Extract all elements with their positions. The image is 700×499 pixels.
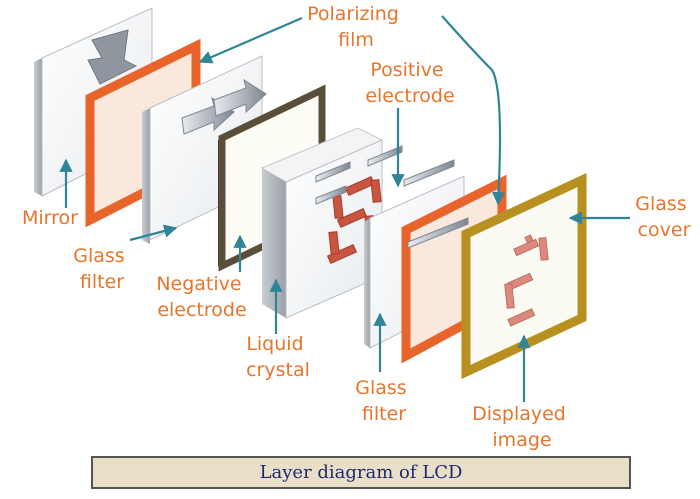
- label-glass-filter-left-line2: filter: [80, 271, 124, 293]
- label-positive-electrode-line1: Positive: [370, 59, 443, 81]
- label-mirror: Mirror: [22, 207, 78, 229]
- label-positive-electrode-line2: electrode: [365, 85, 454, 107]
- arrow-glass-filter-left: [129, 224, 178, 242]
- labels: Polarizing film Positive electrode Mirro…: [22, 3, 693, 451]
- label-positive-electrode: Positive electrode: [365, 59, 454, 107]
- label-displayed-image-line2: image: [492, 429, 551, 451]
- label-glass-cover-line1: Glass: [635, 193, 686, 215]
- label-glass-filter-left-line1: Glass: [73, 245, 124, 267]
- label-liquid-crystal: Liquid crystal: [246, 333, 310, 381]
- label-glass-cover: Glass cover: [635, 193, 693, 241]
- label-glass-filter-right-line1: Glass: [355, 377, 406, 399]
- leader-arrows: [59, 15, 630, 402]
- label-glass-cover-line2: cover: [638, 219, 691, 241]
- label-polarizing-film-line1: Polarizing: [307, 3, 399, 25]
- label-mirror-line1: Mirror: [22, 207, 78, 229]
- arrow-polarizing-to-left-filter: [198, 16, 303, 64]
- label-polarizing-film-line2: film: [338, 29, 374, 51]
- caption-box: Layer diagram of LCD: [91, 456, 631, 489]
- caption-text: Layer diagram of LCD: [259, 462, 463, 483]
- label-glass-filter-left: Glass filter: [73, 245, 131, 293]
- label-negative-electrode: Negative electrode: [156, 273, 247, 321]
- liquid-crystal-layer: [260, 127, 384, 319]
- arrow-polarizing-to-right-filter: [441, 15, 506, 206]
- label-negative-electrode-line2: electrode: [157, 299, 246, 321]
- label-glass-filter-right: Glass filter: [355, 377, 413, 425]
- label-polarizing-film: Polarizing film: [307, 3, 405, 51]
- label-displayed-image-line1: Displayed: [472, 403, 566, 425]
- label-liquid-crystal-line1: Liquid: [246, 333, 303, 355]
- label-glass-filter-right-line2: filter: [362, 403, 406, 425]
- label-negative-electrode-line1: Negative: [156, 273, 241, 295]
- displayed-image-segments: [504, 234, 549, 327]
- label-displayed-image: Displayed image: [472, 403, 572, 451]
- glass-cover-layer: [461, 172, 587, 380]
- label-liquid-crystal-line2: crystal: [246, 359, 310, 381]
